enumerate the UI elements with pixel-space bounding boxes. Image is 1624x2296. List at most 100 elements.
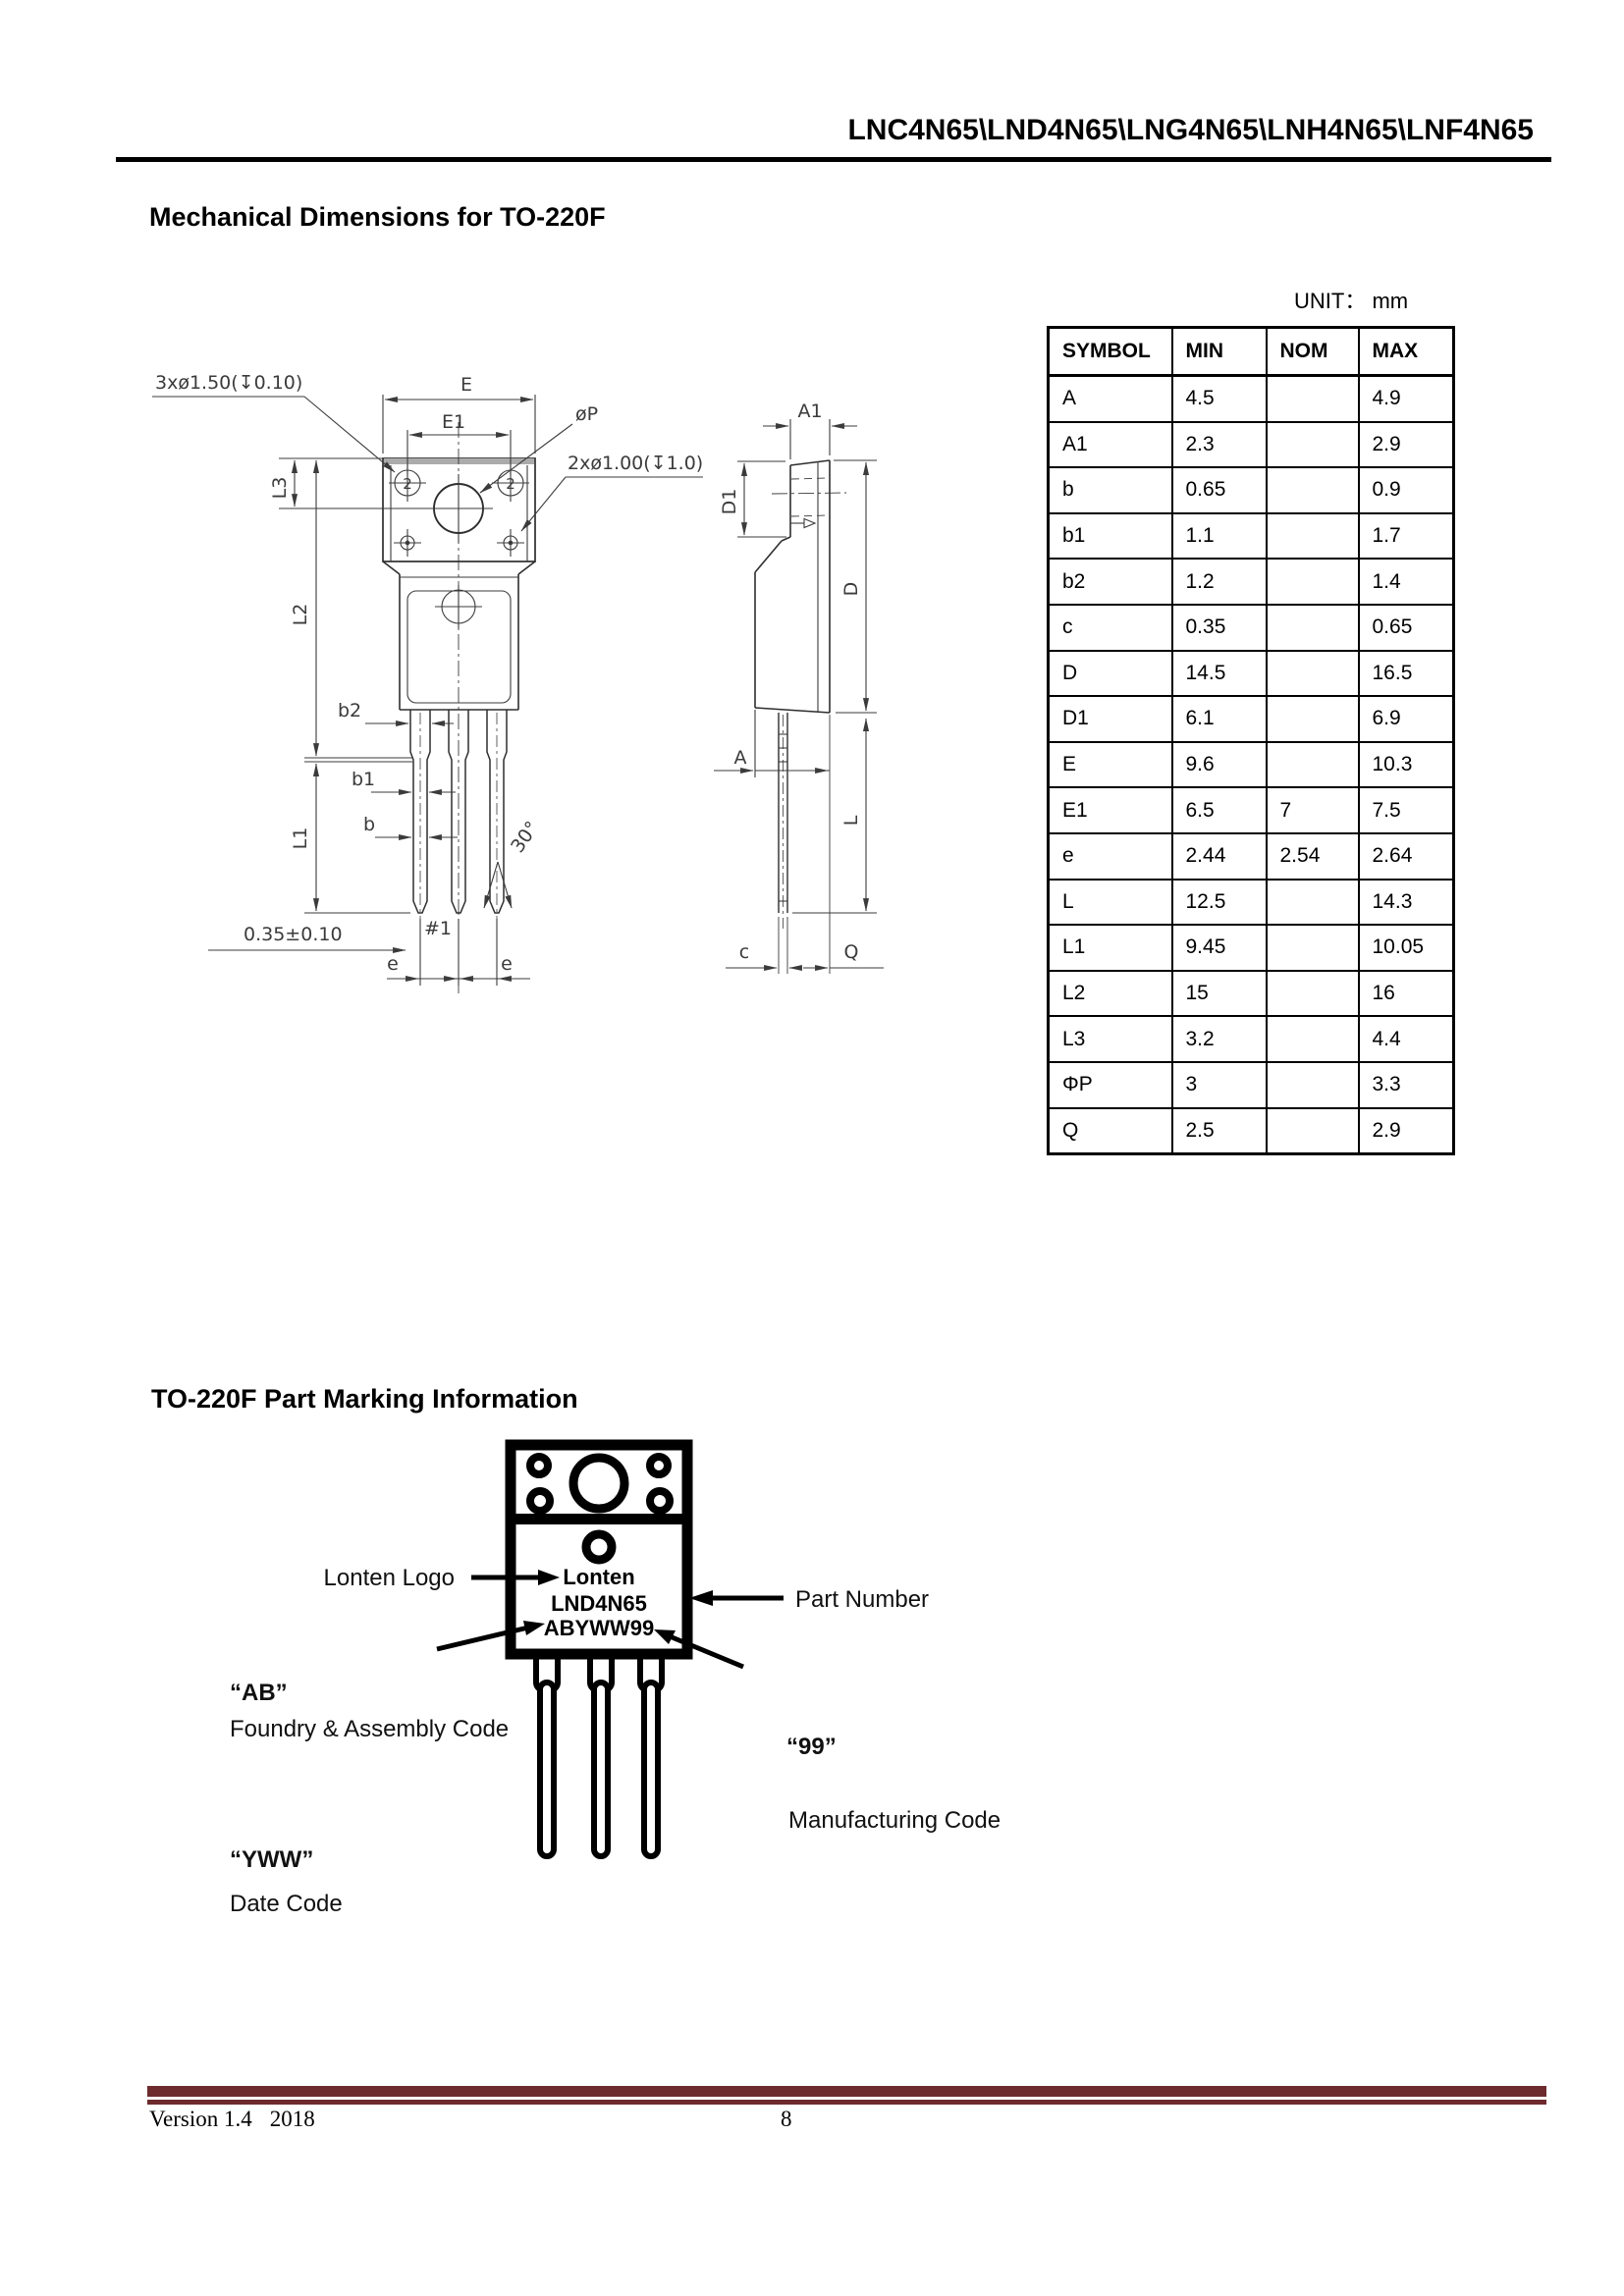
value-cell: 2.64 xyxy=(1357,831,1455,881)
symbol-cell: L2 xyxy=(1047,969,1173,1018)
col-nom: NOM xyxy=(1265,326,1360,377)
value-cell: 6.1 xyxy=(1170,695,1268,743)
lonten-logo-callout: Lonten Logo xyxy=(324,1565,455,1591)
value-cell: 14.3 xyxy=(1357,878,1455,927)
value-cell xyxy=(1265,878,1360,927)
mechanical-drawing: 3xø1.50(↧0.10) E E1 øP 2xø1.00(↧1.0) 2 2… xyxy=(152,372,884,993)
D1-label: D1 xyxy=(719,489,740,515)
value-cell: 3.2 xyxy=(1170,1015,1268,1063)
value-cell xyxy=(1265,695,1360,743)
lead-offset-label: 0.35±0.10 xyxy=(244,924,343,945)
value-cell xyxy=(1265,924,1360,972)
E-label: E xyxy=(460,374,472,396)
e-pitch-label: e xyxy=(501,953,513,975)
value-cell xyxy=(1265,603,1360,652)
header-rule xyxy=(116,157,1551,162)
callout-labels: Lonten Logo Part Number “AB” Foundry & A… xyxy=(230,1565,1001,1917)
part-number-callout: Part Number xyxy=(795,1586,929,1613)
value-cell: 3.3 xyxy=(1357,1060,1455,1109)
ab-code-callout: “AB” xyxy=(230,1680,288,1706)
mfg-code-callout: “99” xyxy=(786,1734,837,1760)
L3-label: L3 xyxy=(269,477,291,500)
value-cell xyxy=(1265,558,1360,606)
symbol-cell: E xyxy=(1047,740,1173,789)
symbol-cell: ΦP xyxy=(1047,1060,1173,1109)
E1-label: E1 xyxy=(442,411,465,433)
value-cell: 2.9 xyxy=(1357,1106,1455,1155)
unit-label: UNIT： mm xyxy=(1294,289,1409,313)
value-cell xyxy=(1265,1015,1360,1063)
symbol-cell: L1 xyxy=(1047,924,1173,972)
value-cell xyxy=(1265,649,1360,698)
value-cell: 0.9 xyxy=(1357,466,1455,514)
foundry-assembly-callout: Foundry & Assembly Code xyxy=(230,1716,509,1742)
L2-label: L2 xyxy=(290,604,311,626)
A1-label: A1 xyxy=(797,400,822,422)
value-cell: 9.45 xyxy=(1170,924,1268,972)
value-cell: 10.3 xyxy=(1357,740,1455,789)
page-number: 8 xyxy=(781,2107,792,2131)
value-cell: 1.1 xyxy=(1170,511,1268,561)
footer-rule-thick xyxy=(147,2086,1546,2097)
version-label: Version 1.4 xyxy=(149,2107,252,2131)
header-part-numbers: LNC4N65\LND4N65\LNG4N65\LNH4N65\LNF4N65 xyxy=(847,114,1534,146)
value-cell: 16 xyxy=(1357,969,1455,1018)
symbol-cell: b2 xyxy=(1047,558,1173,606)
yww-code-callout: “YWW” xyxy=(230,1846,313,1873)
date-code-callout: Date Code xyxy=(230,1891,343,1917)
symbol-cell: Q xyxy=(1047,1106,1173,1155)
value-cell: 7.5 xyxy=(1357,786,1455,834)
angle-label: 30° xyxy=(507,818,543,857)
value-cell: 12.5 xyxy=(1170,878,1268,927)
L1-label: L1 xyxy=(290,828,311,850)
value-cell xyxy=(1265,1060,1360,1109)
c-label: c xyxy=(739,941,749,963)
value-cell: 4.5 xyxy=(1170,374,1268,423)
mechanical-dimensions-title: Mechanical Dimensions for TO-220F xyxy=(149,202,606,232)
value-cell: 3 xyxy=(1170,1060,1268,1109)
symbol-cell: b xyxy=(1047,466,1173,514)
value-cell: 6.5 xyxy=(1170,786,1268,834)
phiP-label: øP xyxy=(575,403,598,425)
value-cell: 7 xyxy=(1265,786,1360,834)
symbol-cell: L xyxy=(1047,878,1173,927)
col-symbol: SYMBOL xyxy=(1047,326,1173,377)
value-cell: 14.5 xyxy=(1170,649,1268,698)
b-label: b xyxy=(363,814,375,835)
value-cell: 10.05 xyxy=(1357,924,1455,972)
footer-rule-thin xyxy=(147,2100,1546,2105)
callout-arrows xyxy=(436,1570,784,1670)
symbol-cell: L3 xyxy=(1047,1015,1173,1063)
symbol-cell: E1 xyxy=(1047,786,1173,834)
marking-line-logo: Lonten xyxy=(563,1565,634,1589)
value-cell xyxy=(1265,1106,1360,1155)
symbol-cell: e xyxy=(1047,831,1173,881)
b2-label: b2 xyxy=(338,700,361,721)
value-cell: 0.65 xyxy=(1357,603,1455,652)
value-cell: 0.65 xyxy=(1170,466,1268,514)
value-cell: 4.4 xyxy=(1357,1015,1455,1063)
value-cell: 15 xyxy=(1170,969,1268,1018)
part-marking-drawing: Lonten LND4N65 ABYWW99 Lonten Logo Part … xyxy=(230,1439,1001,1917)
hole3x-label: 3xø1.50(↧0.10) xyxy=(155,372,302,394)
hole2x-label: 2xø1.00(↧1.0) xyxy=(568,453,703,474)
package-outline: Lonten LND4N65 ABYWW99 xyxy=(505,1439,693,1859)
hole-number-label: 2 xyxy=(506,475,515,493)
value-cell: 2.5 xyxy=(1170,1106,1268,1155)
